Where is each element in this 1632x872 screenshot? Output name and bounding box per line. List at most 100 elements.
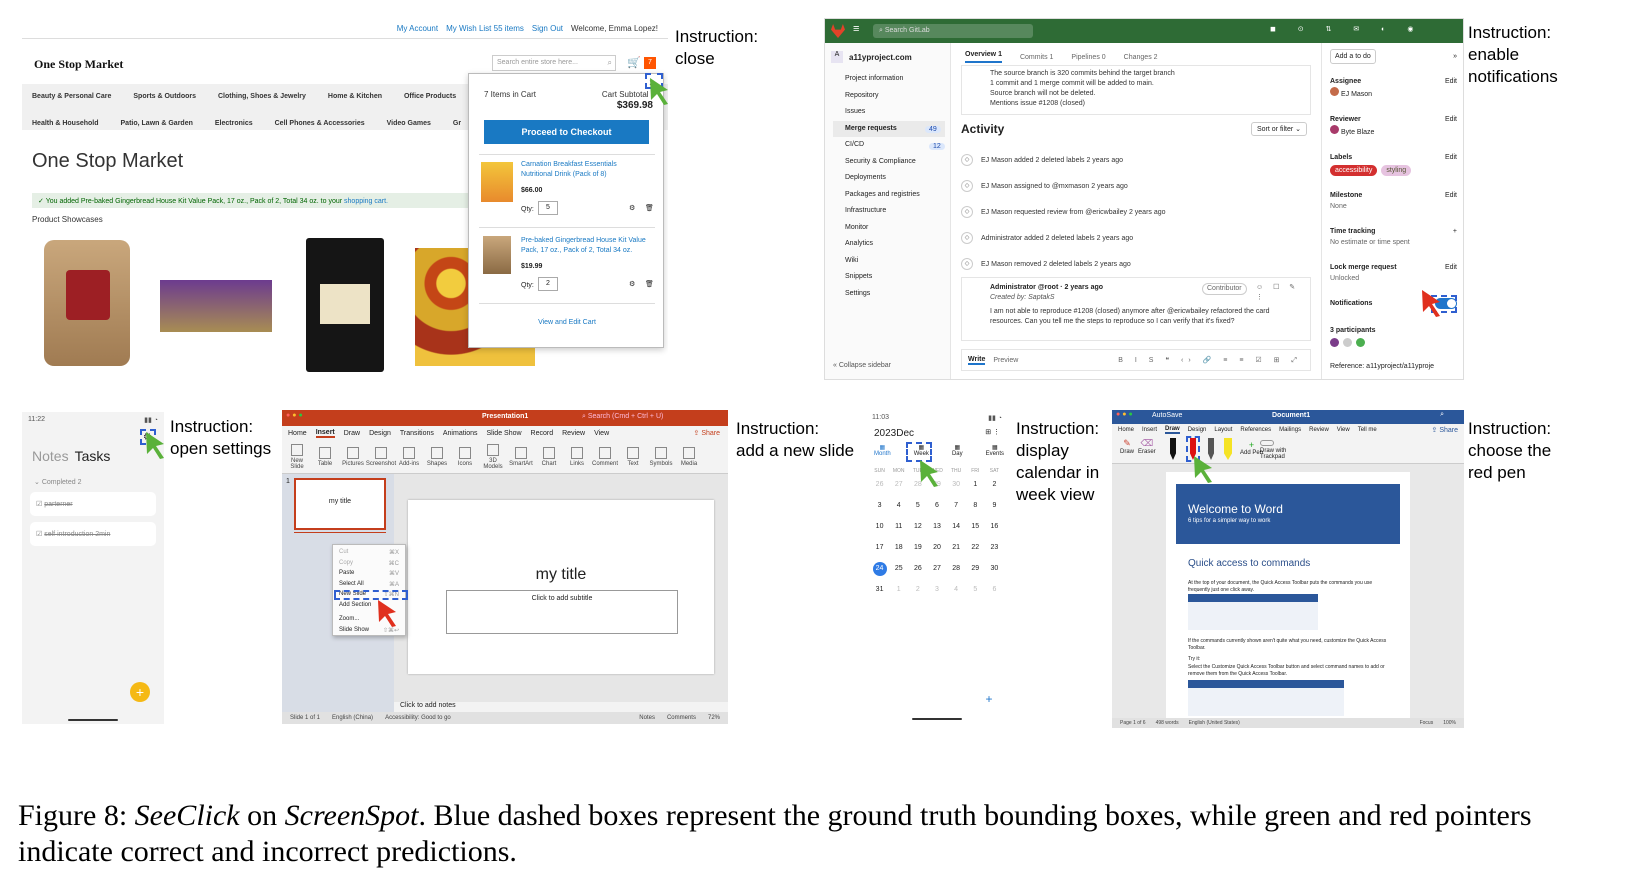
checkbox-checked-icon[interactable]: ☑	[36, 501, 45, 508]
menu-item-cut[interactable]: Cut⌘X	[333, 548, 405, 559]
proceed-checkout-button[interactable]: Proceed to Checkout	[484, 120, 649, 144]
project-name[interactable]: a11yproject.com	[849, 52, 912, 62]
shop-logo[interactable]: One Stop Market	[34, 57, 124, 71]
tab-review[interactable]: Review	[562, 430, 586, 437]
task-item[interactable]: ☑ self introduction 2min	[30, 522, 156, 546]
day-cell[interactable]: 30	[952, 481, 961, 488]
draw-tool[interactable]: ✎Draw	[1120, 438, 1134, 455]
ribbon-tool[interactable]: Chart	[538, 447, 560, 467]
calendar-menu-icons[interactable]: ⊞ ⋮	[985, 429, 1000, 436]
tab-view[interactable]: View	[1336, 427, 1350, 433]
slide-canvas[interactable]: my title Click to add subtitle	[408, 500, 714, 674]
sidebar-item[interactable]: Wiki	[845, 256, 859, 264]
slide-thumbnail[interactable]: my title	[294, 478, 386, 530]
nav-item[interactable]: Electronics	[214, 120, 253, 127]
cart-item-name[interactable]: Pre-baked Gingerbread House Kit Value Pa…	[521, 237, 646, 254]
day-cell[interactable]: 19	[913, 544, 922, 551]
ribbon-tool[interactable]: Comment	[592, 447, 618, 467]
nav-item[interactable]: Clothing, Shoes & Jewelry	[218, 93, 306, 100]
tab-insert[interactable]: Insert	[1142, 427, 1158, 433]
search-icon[interactable]: ⌕	[607, 58, 612, 67]
sidebar-item[interactable]: Merge requests	[833, 120, 945, 137]
tab-write[interactable]: Write	[968, 355, 986, 365]
day-cell[interactable]: 1	[973, 481, 978, 488]
day-cell[interactable]: 28	[913, 481, 922, 488]
add-todo-button[interactable]: Add a to do	[1330, 49, 1376, 64]
gitlab-logo-icon[interactable]	[831, 24, 845, 38]
cart-item-name[interactable]: Carnation Breakfast Essentials Nutrition…	[521, 161, 617, 178]
menu-item-zoom[interactable]: Zoom...	[333, 615, 405, 626]
tab-commits[interactable]: Commits 1	[1019, 53, 1054, 61]
add-pen-button[interactable]: +Add Pen	[1240, 440, 1263, 456]
view-week[interactable]: ▦Week	[914, 444, 929, 457]
share-button[interactable]: ⇪ Share	[694, 429, 721, 437]
day-cell[interactable]: 26	[875, 481, 884, 488]
tab-view[interactable]: View	[594, 430, 610, 437]
day-cell[interactable]: 27	[933, 565, 941, 572]
reviewer-name[interactable]: Byte Blaze	[1340, 129, 1375, 136]
view-month[interactable]: ▦Month	[874, 444, 891, 457]
nav-item[interactable]: Cell Phones & Accessories	[274, 120, 365, 127]
day-cell[interactable]: 14	[952, 523, 961, 530]
edit-gear-icon[interactable]: ⚙	[629, 205, 636, 212]
edit-link[interactable]: Edit	[1444, 264, 1457, 271]
tab-preview[interactable]: Preview	[993, 356, 1019, 364]
sidebar-item[interactable]: Analytics	[845, 240, 874, 247]
avatar[interactable]	[1356, 338, 1365, 347]
avatar[interactable]	[1343, 338, 1352, 347]
day-cell[interactable]: 9	[992, 502, 997, 509]
month-title[interactable]: 2023Dec	[874, 428, 915, 439]
menu-item-copy[interactable]: Copy⌘C	[333, 559, 405, 570]
sidebar-item[interactable]: Project information	[845, 75, 904, 82]
tab-insert[interactable]: Insert	[315, 429, 335, 438]
zoom-level[interactable]: 72%	[707, 715, 720, 721]
pen-gray[interactable]	[1208, 438, 1214, 460]
sidebar-item[interactable]: Repository	[845, 91, 879, 99]
ribbon-tool[interactable]: Symbols	[650, 447, 673, 467]
day-cell[interactable]: 22	[971, 544, 980, 551]
tab-home[interactable]: Home	[1118, 427, 1135, 433]
shop-search-input[interactable]: Search entire store here... ⌕	[492, 55, 616, 71]
tab-pipelines[interactable]: Pipelines 0	[1071, 53, 1106, 61]
day-cell[interactable]: 2	[915, 586, 920, 593]
collapse-right-icon[interactable]: »	[1453, 53, 1457, 60]
checkbox-checked-icon[interactable]: ☑	[36, 531, 45, 538]
comment-author[interactable]: Administrator @root · 2 years ago	[990, 284, 1104, 291]
label-accessibility[interactable]: accessibility	[1330, 165, 1378, 176]
sidebar-item[interactable]: Issues	[845, 108, 866, 115]
editor-toolbar-icons[interactable]: B I S ❝ ‹› 🔗 ≡ ≡ ☑ ⊞ ⤢	[1118, 356, 1302, 364]
success-cart-link[interactable]: shopping cart.	[344, 198, 389, 205]
add-event-button[interactable]: +	[985, 692, 993, 706]
day-cell[interactable]: 4	[954, 586, 959, 593]
tab-record[interactable]: Record	[530, 430, 554, 437]
day-cell[interactable]: 10	[875, 523, 884, 530]
day-cell[interactable]: 30	[990, 565, 999, 572]
notes-pane[interactable]: Click to add notes	[394, 702, 728, 712]
gitlab-search-input[interactable]: ⌕ Search GitLab	[873, 24, 1033, 38]
tab-changes[interactable]: Changes 2	[1123, 53, 1158, 61]
menu-item-add-section[interactable]: Add Section	[333, 601, 405, 612]
day-cell[interactable]: 6	[992, 586, 997, 593]
ribbon-tool[interactable]: Shapes	[426, 447, 448, 467]
tab-design[interactable]: Design	[369, 430, 391, 437]
edit-link[interactable]: Edit	[1444, 78, 1457, 85]
tab-mailings[interactable]: Mailings	[1279, 427, 1302, 433]
ribbon-tool[interactable]: SmartArt	[509, 447, 533, 467]
tab-draw[interactable]: Draw	[343, 430, 361, 437]
day-cell[interactable]: 28	[952, 565, 961, 572]
day-cell[interactable]: 8	[973, 502, 978, 509]
tab-design[interactable]: Design	[1187, 427, 1207, 433]
status-language[interactable]: English (China)	[332, 715, 374, 721]
view-edit-cart-link[interactable]: View and Edit Cart	[538, 319, 596, 326]
assignee-name[interactable]: EJ Mason	[1340, 91, 1373, 98]
nav-item[interactable]: Health & Household	[32, 120, 99, 127]
qty-input[interactable]: 5	[538, 201, 558, 215]
link-wishlist[interactable]: My Wish List 55 items	[446, 24, 524, 33]
ribbon-tool[interactable]: Text	[622, 447, 644, 467]
day-cell[interactable]: 25	[894, 565, 903, 572]
slide-subtitle-placeholder[interactable]: Click to add subtitle	[446, 590, 678, 634]
menu-item-paste[interactable]: Paste⌘V	[333, 569, 405, 580]
nav-item[interactable]: Video Games	[386, 120, 431, 127]
cart-icon[interactable]: 🛒	[627, 57, 641, 69]
status-accessibility[interactable]: Accessibility: Good to go	[385, 715, 451, 721]
